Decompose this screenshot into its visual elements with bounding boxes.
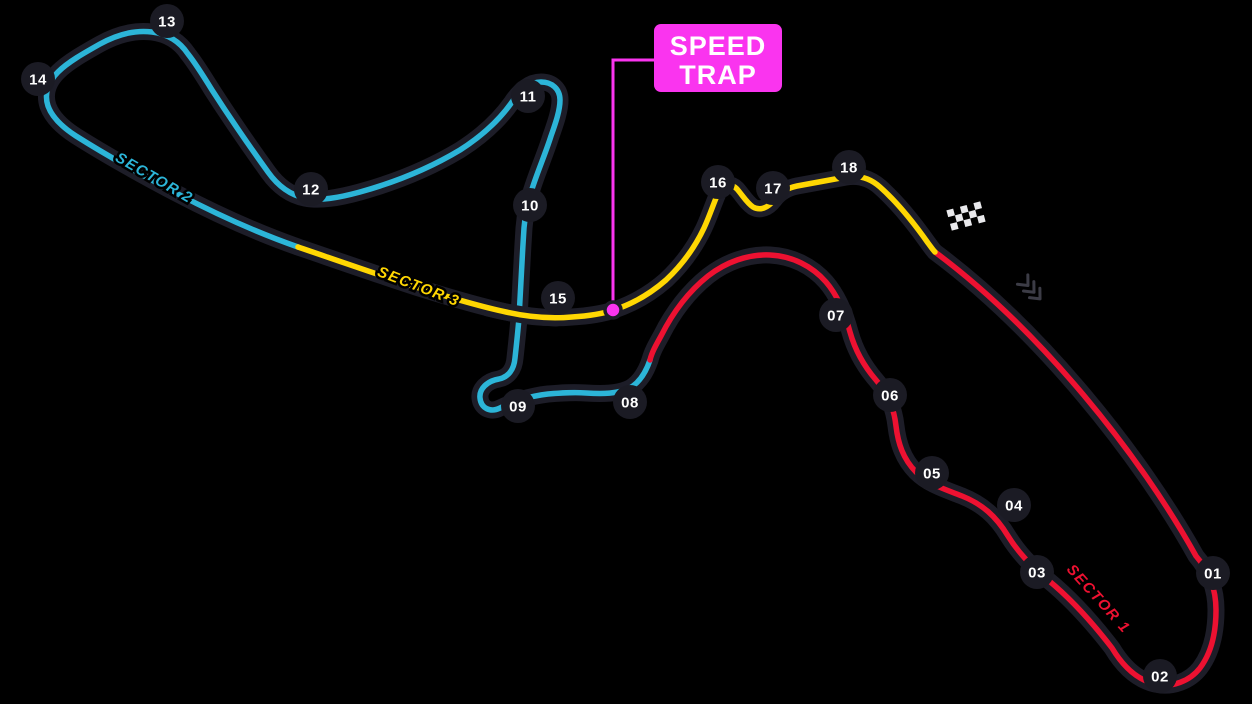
turn-marker-circle (832, 150, 866, 184)
checkered-flag-icon (946, 201, 986, 231)
chevron (1015, 273, 1030, 288)
turn-marker-circle (513, 188, 547, 222)
turn-marker-10: 10 (513, 188, 547, 222)
turn-marker-circle (915, 456, 949, 490)
speed-trap-pointer-line (611, 58, 656, 302)
turn-marker-05: 05 (915, 456, 949, 490)
turn-marker-06: 06 (873, 378, 907, 412)
turn-number: 14 (29, 71, 47, 88)
sector-2-label: SECTOR 2 (112, 149, 196, 207)
turn-marker-circle (756, 171, 790, 205)
turn-marker-circle (294, 172, 328, 206)
turn-marker-circle (1196, 556, 1230, 590)
turn-marker-18: 18 (832, 150, 866, 184)
turn-number: 18 (840, 159, 858, 176)
turn-marker-09: 09 (501, 389, 535, 423)
flag-cell (946, 208, 955, 218)
turn-number: 06 (881, 387, 899, 404)
turn-marker-03: 03 (1020, 555, 1054, 589)
turn-marker-circle (997, 488, 1031, 522)
turn-number: 13 (158, 13, 176, 30)
turn-number: 10 (521, 197, 539, 214)
turn-marker-07: 07 (819, 298, 853, 332)
flag-cell (950, 222, 959, 231)
turn-marker-14: 14 (21, 62, 55, 96)
sector2-line (43, 28, 653, 413)
turn-marker-circle (541, 281, 575, 315)
turn-number: 02 (1151, 668, 1169, 685)
speed-trap-label-line2: TRAP (679, 60, 757, 90)
turn-number: 15 (549, 290, 567, 307)
turn-number: 16 (709, 174, 727, 191)
turn-number: 07 (827, 307, 845, 324)
turn-number: 11 (520, 88, 537, 105)
sector-3-label: SECTOR 3 (375, 263, 462, 310)
flag-cell (968, 209, 978, 219)
turn-number: 05 (923, 465, 941, 482)
turn-marker-12: 12 (294, 172, 328, 206)
turn-marker-17: 17 (756, 171, 790, 205)
sector1-line (647, 249, 1219, 688)
turn-number: 08 (621, 394, 639, 411)
flag-cell (973, 201, 982, 210)
turn-marker-15: 15 (541, 281, 575, 315)
direction-chevrons-icon (1015, 273, 1042, 301)
turn-markers: 01 02 03 04 05 06 07 08 09 10 11 12 13 14 15 16 17 18 (21, 4, 1230, 693)
turn-marker-circle (1020, 555, 1054, 589)
turn-number: 09 (509, 398, 527, 415)
chevron (1021, 280, 1036, 294)
turn-marker-circle (1143, 659, 1177, 693)
turn-marker-circle (501, 389, 535, 423)
turn-marker-circle (701, 165, 735, 199)
flag-cell (959, 204, 969, 214)
speed-trap-label-line1: SPEED (670, 31, 767, 61)
chevron (1027, 286, 1042, 301)
flag-cell (963, 218, 973, 228)
turn-marker-circle (150, 4, 184, 38)
turn-marker-16: 16 (701, 165, 735, 199)
track-casing-sector2 (37, 23, 659, 419)
turn-number: 01 (1204, 565, 1222, 582)
turn-marker-circle (873, 378, 907, 412)
turn-number: 04 (1005, 497, 1023, 514)
flag-cell (977, 214, 986, 224)
turn-marker-04: 04 (997, 488, 1031, 522)
flag-cell (954, 213, 964, 223)
turn-number: 03 (1028, 564, 1046, 581)
turn-marker-02: 02 (1143, 659, 1177, 693)
turn-marker-circle (511, 79, 545, 113)
turn-marker-01: 01 (1196, 556, 1230, 590)
turn-marker-11: 11 (511, 79, 545, 113)
turn-number: 12 (302, 181, 320, 198)
turn-marker-circle (613, 385, 647, 419)
speed-trap-box (654, 24, 782, 92)
turn-number: 17 (764, 180, 782, 197)
speed-trap-dot (603, 300, 623, 320)
speed-trap-callout: SPEED TRAP (654, 24, 782, 92)
turn-marker-13: 13 (150, 4, 184, 38)
turn-marker-circle (21, 62, 55, 96)
turn-marker-circle (819, 298, 853, 332)
turn-marker-08: 08 (613, 385, 647, 419)
